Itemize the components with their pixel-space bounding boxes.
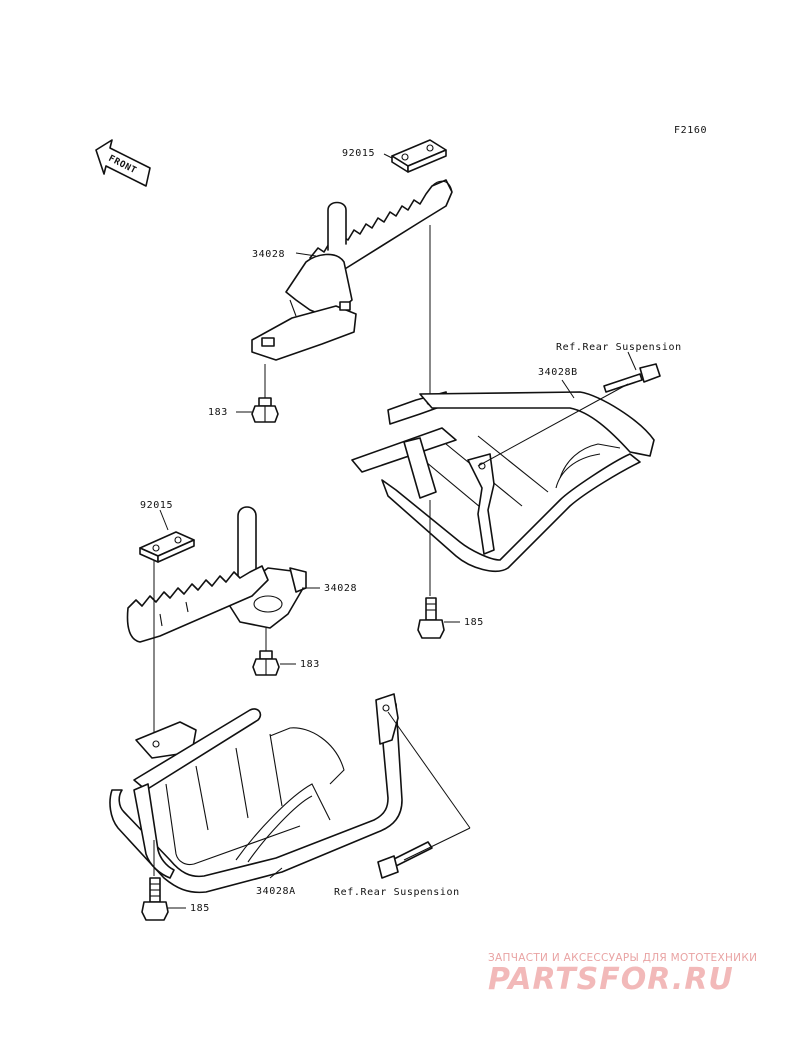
upper-nut-183 — [251, 397, 279, 423]
label-left-bolt: 185 — [190, 903, 210, 914]
label-ref-upper: Ref.Rear Suspension — [556, 342, 682, 353]
label-upper-nut: 183 — [208, 407, 228, 418]
upper-plate-92015 — [391, 139, 447, 173]
rear-step-bracket-34028b — [351, 391, 655, 572]
label-left-bracket: 34028A — [256, 886, 296, 897]
lower-plate-92015 — [139, 531, 195, 563]
label-lower-step: 34028 — [324, 583, 357, 594]
label-right-bracket: 34028B — [538, 367, 578, 378]
left-bolt-185 — [141, 877, 169, 921]
upper-footstep-34028 — [251, 179, 453, 361]
label-lower-plate: 92015 — [140, 500, 173, 511]
diagram-code: F2160 — [674, 125, 707, 136]
front-direction-arrow-icon: FRONT — [95, 139, 151, 187]
label-upper-plate: 92015 — [342, 148, 375, 159]
watermark-tagline: ЗАПЧАСТИ И АКСЕССУАРЫ ДЛЯ МОТОТЕХНИКИ — [488, 952, 758, 964]
label-right-bolt: 185 — [464, 617, 484, 628]
watermark-logo: PARTSFOR.RU — [488, 962, 734, 997]
right-rear-suspension-bolt — [603, 363, 661, 393]
lower-nut-183 — [252, 650, 280, 676]
left-rear-suspension-bolt — [377, 841, 433, 879]
label-ref-lower: Ref.Rear Suspension — [334, 887, 460, 898]
right-bolt-185 — [417, 597, 445, 639]
rear-step-bracket-34028a — [109, 693, 403, 894]
lower-footstep-34028 — [126, 506, 307, 643]
label-lower-nut: 183 — [300, 659, 320, 670]
label-upper-step: 34028 — [252, 249, 285, 260]
